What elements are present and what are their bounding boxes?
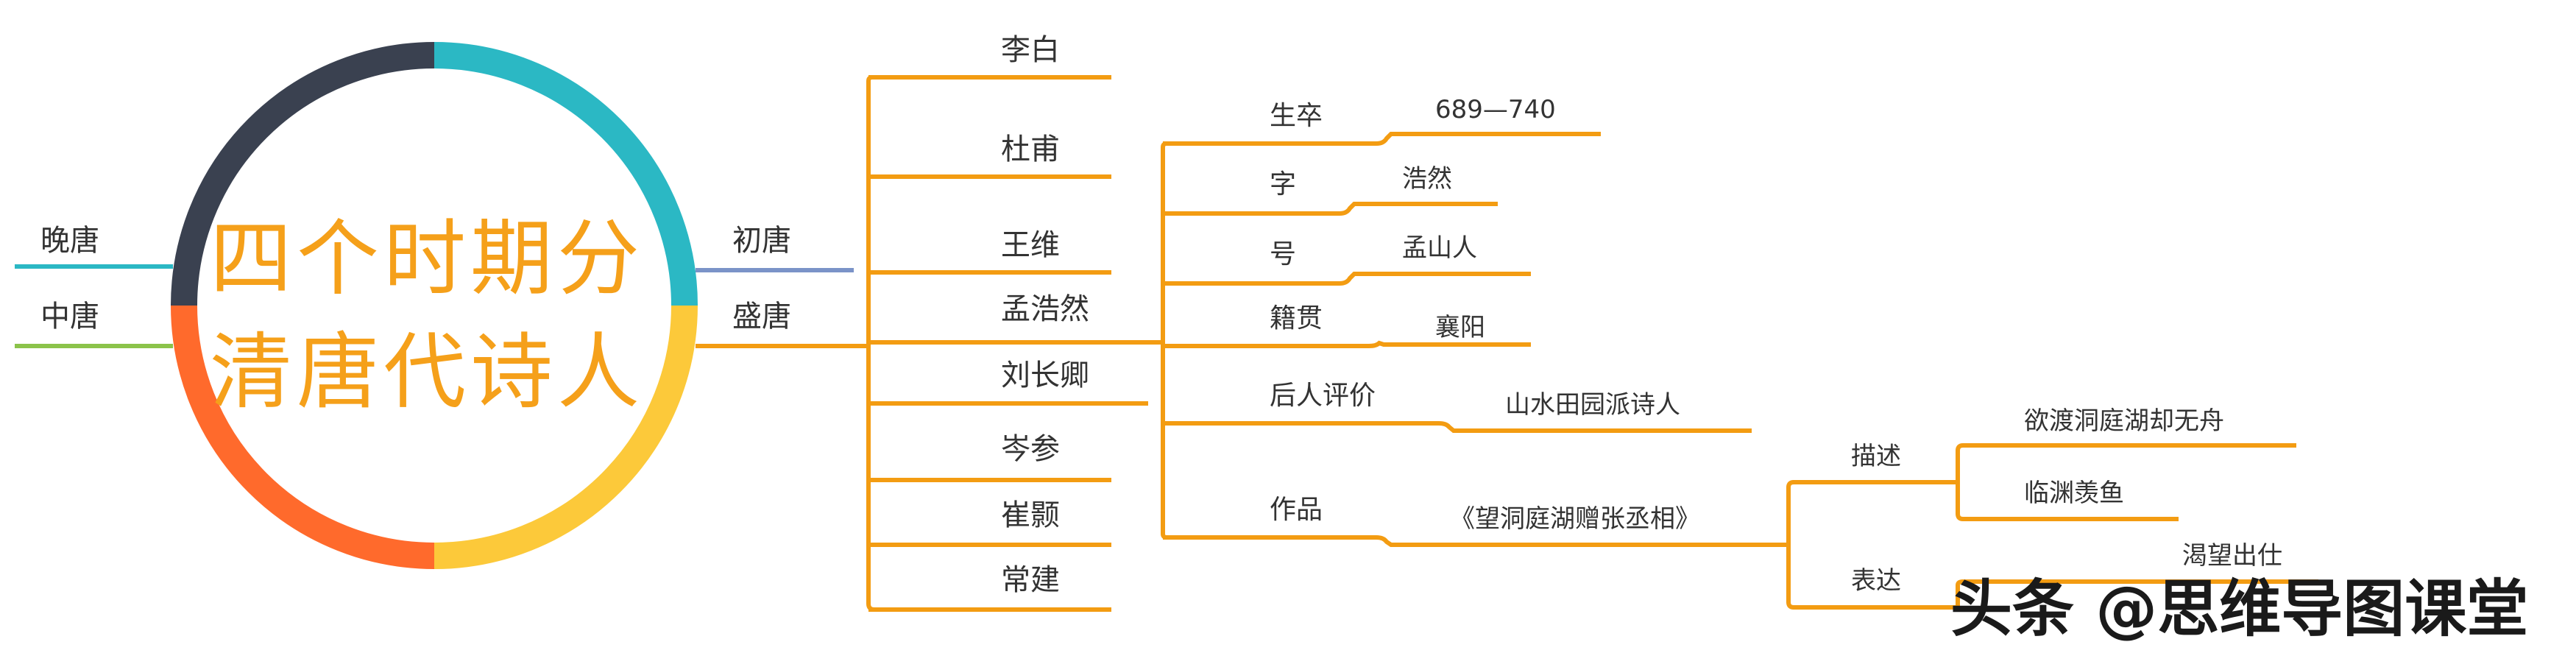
period-zhong[interactable]: 中唐 [40,300,99,334]
period-wan[interactable]: 晚唐 [40,224,99,258]
express-line-1[interactable]: 渴望出仕 [2182,541,2282,571]
ring-segment-red [171,305,435,569]
value-hometown[interactable]: 襄阳 [1435,313,1485,342]
period-sheng[interactable]: 盛唐 [732,300,791,334]
ring-segment-yellow [434,305,698,569]
value-works[interactable]: 《望洞庭湖赠张丞相》 [1450,504,1700,534]
poet-cui-hao[interactable]: 崔颢 [1001,498,1060,532]
attr-works[interactable]: 作品 [1270,495,1323,525]
poet-du-fu[interactable]: 杜甫 [1001,133,1060,166]
center-title-line2: 清唐代诗人 [210,325,644,420]
attr-hometown[interactable]: 籍贯 [1270,303,1323,334]
value-art-name[interactable]: 孟山人 [1402,233,1477,263]
poet-li-bai[interactable]: 李白 [1001,33,1060,67]
work-describe[interactable]: 描述 [1851,442,1901,471]
describe-line-2[interactable]: 临渊羡鱼 [2024,479,2124,508]
poet-cen-shen[interactable]: 岑参 [1001,432,1060,466]
value-evaluation[interactable]: 山水田园派诗人 [1505,390,1680,420]
attr-courtesy-name[interactable]: 字 [1270,169,1297,200]
value-courtesy-name[interactable]: 浩然 [1402,164,1452,194]
attr-art-name[interactable]: 号 [1270,239,1297,269]
center-title-line1: 四个时期分 [210,211,644,307]
attr-birth-death[interactable]: 生卒 [1270,101,1323,131]
work-express[interactable]: 表达 [1851,566,1901,596]
value-birth-death[interactable]: 689—740 [1435,95,1556,124]
poet-meng-haoran[interactable]: 孟浩然 [1001,292,1089,326]
poet-chang-jian[interactable]: 常建 [1001,563,1060,597]
attr-evaluation[interactable]: 后人评价 [1270,381,1376,411]
poet-spine [866,75,957,346]
ring-segment-teal [434,42,698,306]
period-chu[interactable]: 初唐 [732,224,791,258]
ring-segment-navy [171,42,435,306]
watermark: 头条 @思维导图课堂 [1950,573,2529,645]
describe-line-1[interactable]: 欲渡洞庭湖却无舟 [2024,406,2224,436]
poet-liu-changqing[interactable]: 刘长卿 [1001,359,1089,392]
poet-wang-wei[interactable]: 王维 [1001,228,1060,262]
